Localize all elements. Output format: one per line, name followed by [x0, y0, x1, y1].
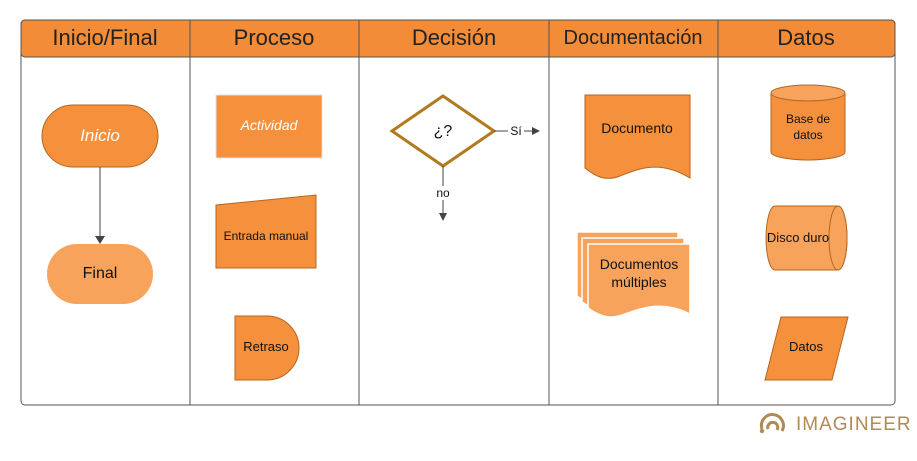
manual-input-shape — [215, 194, 317, 269]
data-label: Datos — [789, 339, 823, 354]
process-shape — [215, 94, 323, 159]
column-header-proceso: Proceso — [234, 25, 315, 50]
hard-disk-label: Disco duro — [767, 230, 829, 245]
column-header-datos: Datos — [777, 25, 834, 50]
yes-label-bg — [508, 122, 524, 138]
multi-document-label-line1: Documentos — [600, 256, 679, 272]
terminal-end-shape — [47, 244, 153, 304]
arrow-down-icon — [439, 213, 447, 221]
no-label: no — [436, 186, 450, 200]
multi-document-front — [587, 243, 691, 318]
imagineer-logo-icon — [759, 413, 785, 434]
process-label: Actividad — [240, 117, 299, 133]
manual-input-label: Entrada manual — [224, 229, 309, 243]
multi-document-label-line2: múltiples — [611, 274, 666, 290]
table-frame — [20, 19, 896, 406]
database-top — [770, 84, 846, 102]
column-header-inicio-final: Inicio/Final — [52, 25, 157, 50]
database-label-line2: datos — [793, 128, 822, 142]
column-header-decision: Decisión — [412, 25, 496, 50]
column-header-documentacion: Documentación — [564, 27, 703, 49]
database-label-line1: Base de — [786, 112, 830, 126]
delay-shape — [234, 315, 300, 381]
arrow-head-icon — [95, 236, 105, 244]
delay-label: Retraso — [243, 339, 289, 354]
document-shape — [584, 94, 691, 179]
brand-name: IMAGINEER — [796, 414, 912, 435]
hard-disk-end — [828, 205, 848, 271]
terminal-end-label: Final — [83, 265, 118, 282]
data-shape — [764, 316, 849, 381]
arrow-right-icon — [532, 127, 540, 135]
decision-label: ¿? — [434, 123, 453, 140]
terminal-start-label: Inicio — [80, 126, 120, 145]
yes-label: Sí — [510, 124, 522, 138]
document-label: Documento — [601, 120, 673, 136]
database-shape — [770, 92, 846, 161]
no-label-bg — [434, 186, 452, 200]
header-band — [20, 19, 896, 58]
